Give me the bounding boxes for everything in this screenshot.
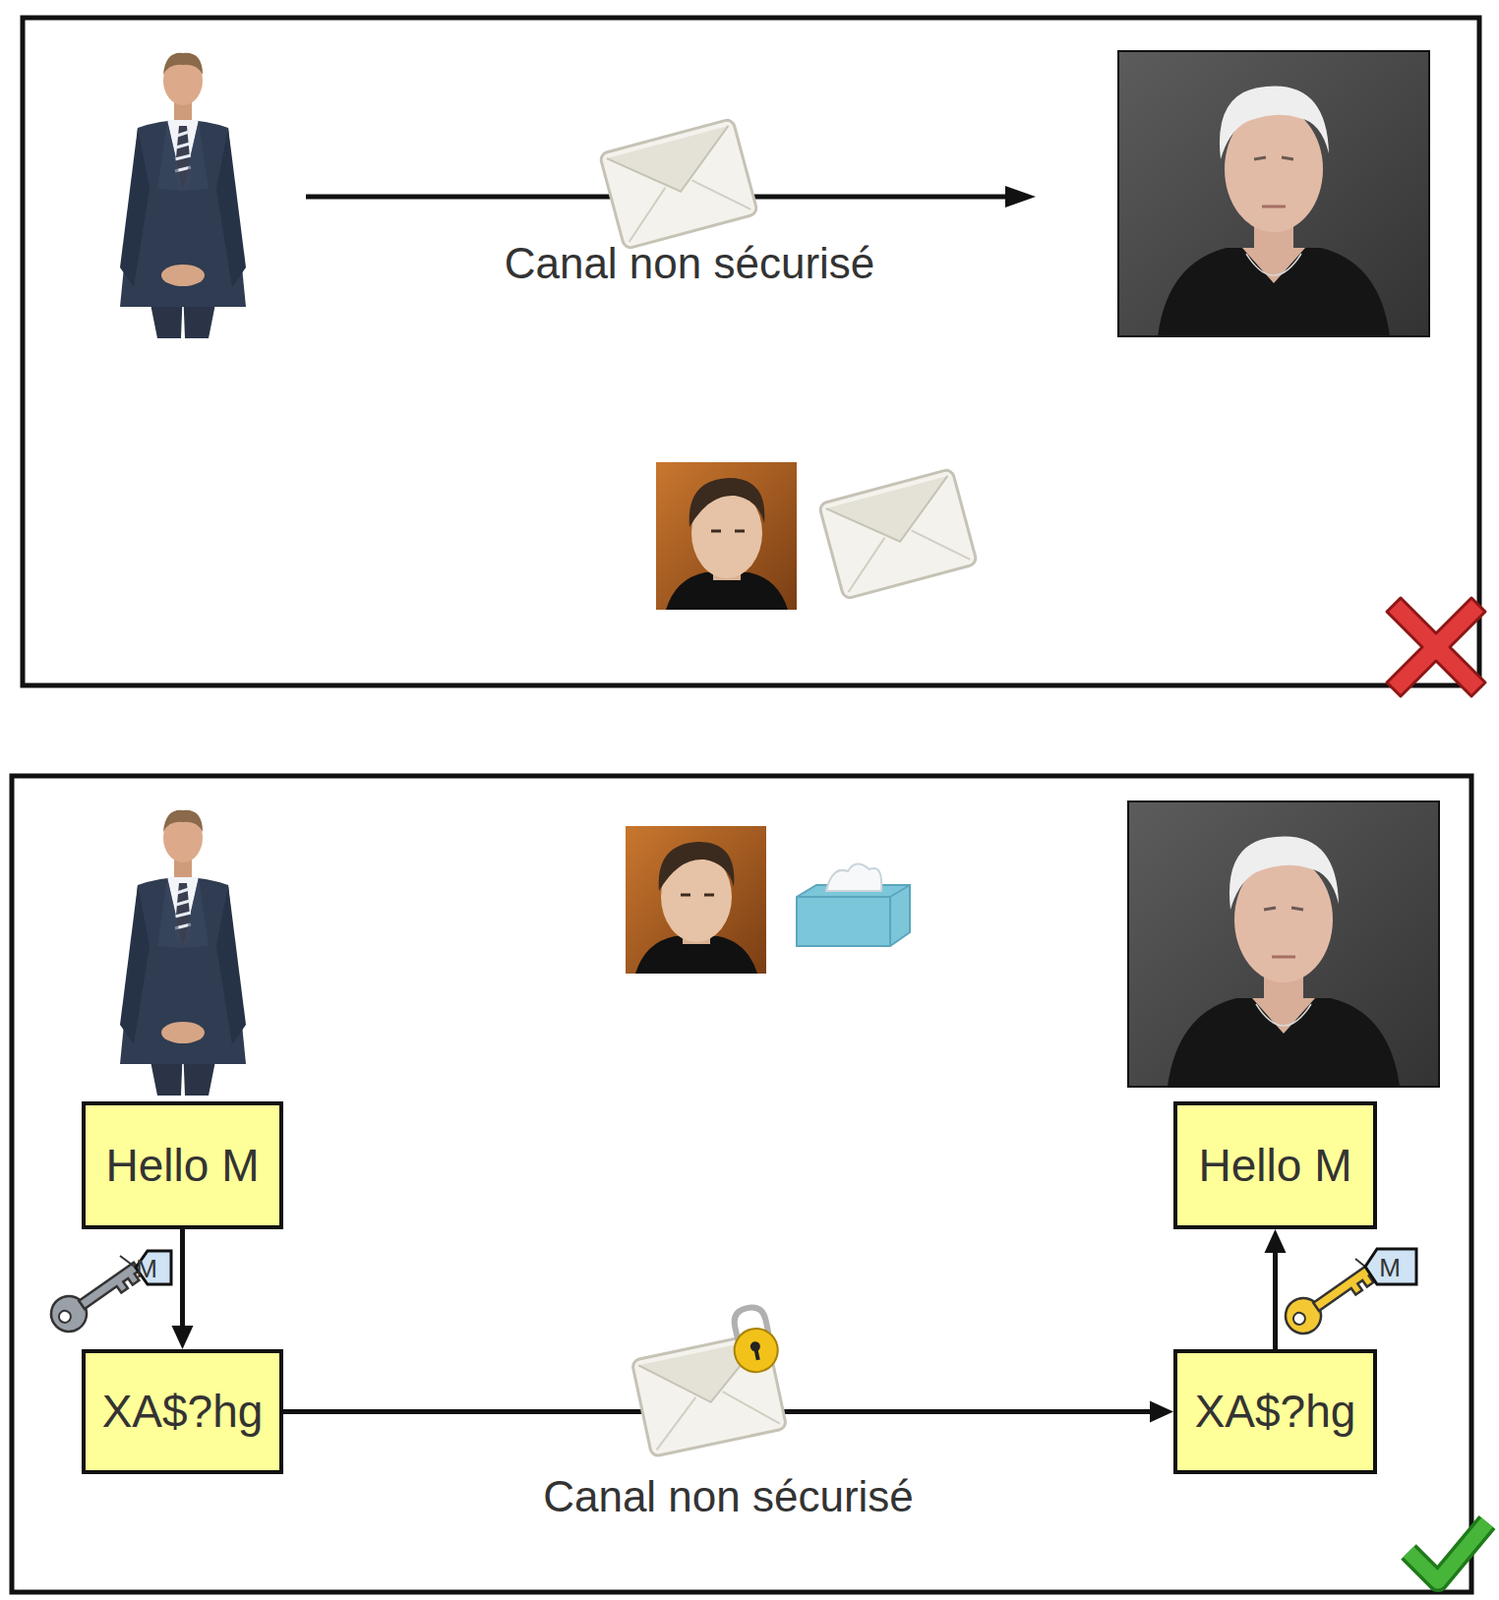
spy-portrait [625, 826, 767, 974]
agent-figure [119, 53, 246, 339]
connector-line [179, 1229, 185, 1330]
grey-key [44, 1252, 147, 1339]
box-text: XA$?hg [102, 1386, 264, 1438]
key-tag [119, 1251, 172, 1285]
channel-label: Canal non sécurisé [542, 1472, 914, 1520]
green-check [1408, 1522, 1488, 1582]
plain-envelope [599, 119, 758, 250]
spy-portrait [656, 462, 797, 610]
m-portrait [1118, 51, 1430, 337]
arrow-head [1149, 1401, 1174, 1424]
key-tag [1355, 1249, 1417, 1285]
tissue-box [796, 863, 910, 947]
process-box: XA$?hg [1173, 1349, 1378, 1475]
process-box: Hello M [81, 1101, 284, 1230]
agent-figure [119, 810, 246, 1096]
key-tag-label: M [1379, 1254, 1401, 1283]
m-portrait [1128, 801, 1440, 1087]
intercepted-envelope [818, 469, 977, 600]
connector [1264, 1229, 1287, 1350]
process-box: Hello M [1173, 1101, 1378, 1230]
locked-envelope [625, 1303, 794, 1457]
process-box: XA$?hg [81, 1349, 284, 1475]
box-text: Hello M [1199, 1140, 1353, 1192]
bottom-panel [11, 776, 1472, 1593]
channel-label: Canal non sécurisé [504, 239, 876, 288]
arrow-head [1264, 1229, 1287, 1254]
box-text: XA$?hg [1195, 1386, 1357, 1438]
red-cross [1386, 598, 1486, 697]
connector [172, 1229, 194, 1350]
arrow-head [172, 1325, 194, 1350]
box-text: Hello M [106, 1140, 260, 1192]
key-tag-label: M [135, 1255, 158, 1284]
connector-line [1272, 1249, 1278, 1350]
top-panel [22, 17, 1480, 686]
